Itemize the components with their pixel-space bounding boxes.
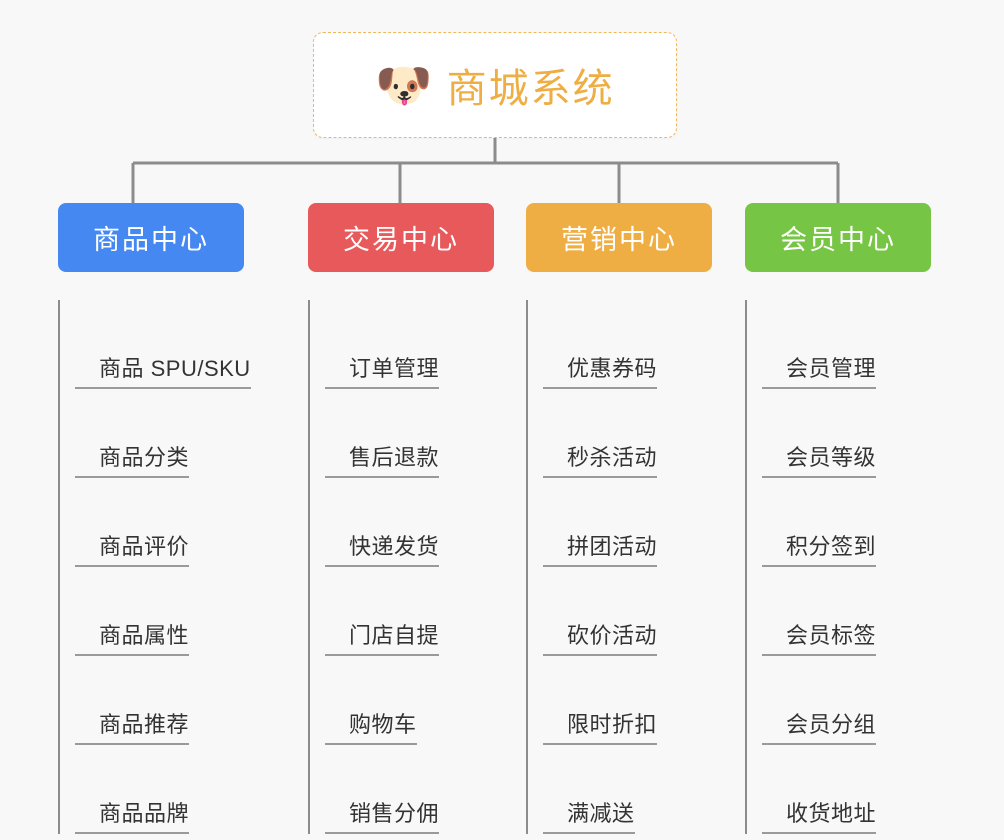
branch-header-3[interactable]: 会员中心 — [745, 203, 931, 272]
branch-column-3: 会员中心 会员管理 会员等级 积分签到 会员标签 会员分组 — [745, 203, 931, 834]
leaf-label: 会员管理 — [762, 356, 877, 389]
list-item[interactable]: 收货地址 — [762, 745, 931, 834]
list-item[interactable]: 商品品牌 — [75, 745, 244, 834]
branch-label-3: 会员中心 — [780, 225, 896, 255]
leaf-label: 会员等级 — [762, 445, 877, 478]
leaf-label: 限时折扣 — [543, 712, 658, 745]
list-item[interactable]: 商品评价 — [75, 478, 244, 567]
list-item[interactable]: 快递发货 — [325, 478, 494, 567]
list-item[interactable]: 秒杀活动 — [543, 389, 712, 478]
leaf-label: 拼团活动 — [543, 534, 658, 567]
leaf-label: 门店自提 — [325, 623, 440, 656]
list-item[interactable]: 商品 SPU/SKU — [75, 300, 251, 389]
leaf-label: 商品评价 — [75, 534, 190, 567]
branch-column-0: 商品中心 商品 SPU/SKU 商品分类 商品评价 商品属性 商品推荐 — [58, 203, 251, 834]
list-item[interactable]: 限时折扣 — [543, 656, 712, 745]
dog-face-icon: 🐶 — [375, 59, 433, 111]
leaf-label: 会员分组 — [762, 712, 877, 745]
list-item[interactable]: 商品属性 — [75, 567, 244, 656]
leaf-label: 商品 SPU/SKU — [75, 356, 251, 389]
branch-column-2: 营销中心 优惠券码 秒杀活动 拼团活动 砍价活动 限时折扣 — [526, 203, 712, 834]
branch-label-2: 营销中心 — [561, 225, 677, 255]
leaf-label: 快递发货 — [325, 534, 440, 567]
branch-label-1: 交易中心 — [343, 225, 459, 255]
leaf-label: 商品推荐 — [75, 712, 190, 745]
list-item[interactable]: 销售分佣 — [325, 745, 494, 834]
branch-label-0: 商品中心 — [93, 225, 209, 255]
branch-items-3: 会员管理 会员等级 积分签到 会员标签 会员分组 收货地址 — [745, 300, 931, 834]
list-item[interactable]: 优惠券码 — [543, 300, 712, 389]
list-item[interactable]: 订单管理 — [325, 300, 494, 389]
list-item[interactable]: 满减送 — [543, 745, 712, 834]
leaf-label: 销售分佣 — [325, 801, 440, 834]
root-node[interactable]: 🐶 商城系统 — [313, 32, 677, 138]
list-item[interactable]: 门店自提 — [325, 567, 494, 656]
list-item[interactable]: 会员管理 — [762, 300, 931, 389]
branch-header-0[interactable]: 商品中心 — [58, 203, 244, 272]
leaf-label: 积分签到 — [762, 534, 877, 567]
list-item[interactable]: 会员等级 — [762, 389, 931, 478]
leaf-label: 秒杀活动 — [543, 445, 658, 478]
list-item[interactable]: 积分签到 — [762, 478, 931, 567]
list-item[interactable]: 售后退款 — [325, 389, 494, 478]
list-item[interactable]: 砍价活动 — [543, 567, 712, 656]
leaf-label: 商品品牌 — [75, 801, 190, 834]
list-item[interactable]: 购物车 — [325, 656, 494, 745]
list-item[interactable]: 会员分组 — [762, 656, 931, 745]
leaf-label: 购物车 — [325, 712, 417, 745]
list-item[interactable]: 拼团活动 — [543, 478, 712, 567]
branch-header-2[interactable]: 营销中心 — [526, 203, 712, 272]
list-item[interactable]: 商品推荐 — [75, 656, 244, 745]
branch-items-0: 商品 SPU/SKU 商品分类 商品评价 商品属性 商品推荐 商品品牌 — [58, 300, 251, 834]
leaf-label: 会员标签 — [762, 623, 877, 656]
leaf-label: 订单管理 — [325, 356, 440, 389]
leaf-label: 满减送 — [543, 801, 635, 834]
branch-items-1: 订单管理 售后退款 快递发货 门店自提 购物车 销售分佣 — [308, 300, 494, 834]
leaf-label: 砍价活动 — [543, 623, 658, 656]
leaf-label: 售后退款 — [325, 445, 440, 478]
branch-items-2: 优惠券码 秒杀活动 拼团活动 砍价活动 限时折扣 满减送 — [526, 300, 712, 834]
leaf-label: 收货地址 — [762, 801, 877, 834]
list-item[interactable]: 商品分类 — [75, 389, 244, 478]
list-item[interactable]: 会员标签 — [762, 567, 931, 656]
leaf-label: 商品属性 — [75, 623, 190, 656]
leaf-label: 商品分类 — [75, 445, 190, 478]
branch-column-1: 交易中心 订单管理 售后退款 快递发货 门店自提 购物车 — [308, 203, 494, 834]
branch-header-1[interactable]: 交易中心 — [308, 203, 494, 272]
root-title: 商城系统 — [446, 67, 615, 111]
leaf-label: 优惠券码 — [543, 356, 658, 389]
